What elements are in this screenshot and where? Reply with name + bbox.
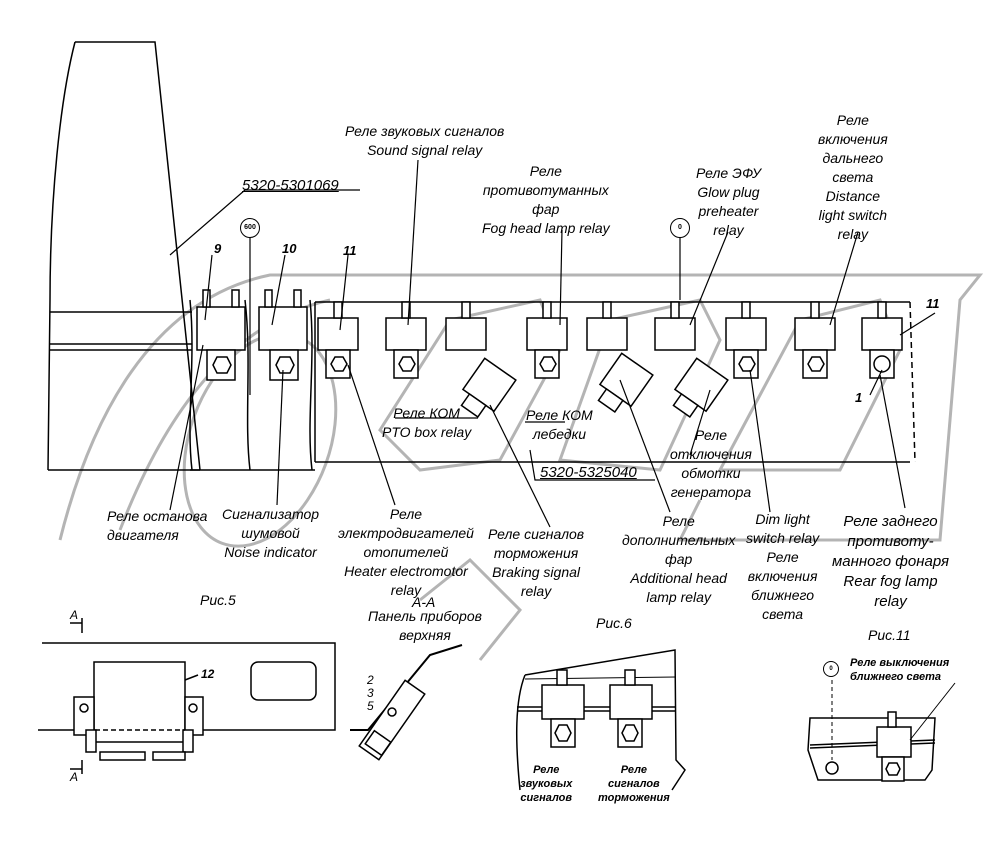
part-number-top: 5320-5301069 <box>242 177 339 194</box>
leader-lines <box>169 159 936 528</box>
relay-generator-rotated <box>672 357 729 418</box>
relay-additional-base <box>586 301 628 351</box>
section-aa-drawing <box>350 644 463 761</box>
instrument-panel-label: Панель приборов верхняя <box>368 608 482 643</box>
callout-600: 600 <box>240 218 260 238</box>
relay-10 <box>258 289 308 381</box>
callout-0: 0 <box>670 218 690 238</box>
label-generator-winding-relay: Реле отключения обмотки генератора <box>670 427 752 500</box>
section-aa-title: A-A <box>412 594 436 610</box>
label-additional-head-lamp-relay: Реле дополнительных фар Additional head … <box>622 513 736 605</box>
fig6-label-sound-signal-relay: Реле звуковых сигналов <box>520 764 573 804</box>
position-11-right: 11 <box>926 296 940 311</box>
fig11-callout-0: 0 <box>823 661 839 677</box>
fig6-drawing <box>516 649 686 791</box>
relay-11 <box>317 301 359 379</box>
position-9: 9 <box>214 241 222 256</box>
relay-pto-base <box>445 301 487 351</box>
fig6-title: Рис.6 <box>596 615 632 631</box>
section-aa-positions: 2 3 5 <box>367 673 374 713</box>
relay-glow-plug <box>654 301 696 351</box>
fig5-position-12: 12 <box>201 667 215 681</box>
label-heater-electromotor-relay: Реле электродвигателей отопителей Heater… <box>338 506 474 598</box>
relay-distance <box>794 301 836 379</box>
label-rear-fog-lamp-relay: Реле заднего противоту- манного фонаря R… <box>832 513 950 610</box>
label-pto-box-relay: Реле КОМ PTO box relay <box>382 405 472 440</box>
label-dim-light-switch-relay: Dim light switch relay Реле включения бл… <box>746 511 820 622</box>
fig5-section-mark-top: A <box>70 608 79 622</box>
relay-rail <box>189 299 916 471</box>
label-pto-winch-relay: Реле КОМ лебедки <box>526 407 593 442</box>
relay-pto-rotated <box>460 357 517 418</box>
part-number-bottom: 5320-5325040 <box>540 464 637 481</box>
label-glow-plug-relay: Реле ЭФУ Glow plug preheater relay <box>696 165 761 238</box>
relay-dim <box>725 301 767 379</box>
fig11-label-dim-light-off-relay: Реле выключения ближнего света <box>850 657 950 683</box>
fig5-title: Рис.5 <box>200 592 236 608</box>
relay-rear-fog <box>861 301 903 379</box>
label-distance-light-relay: Реле включения дальнего света Distance l… <box>818 112 888 242</box>
fig6-label-braking-signal-relay: Реле сигналов торможения <box>598 764 670 804</box>
position-1: 1 <box>855 390 863 405</box>
label-sound-signal-relay: Реле звуковых сигналов Sound signal rela… <box>345 123 505 158</box>
fig11-title: Рис.11 <box>868 627 911 643</box>
relays <box>196 289 903 418</box>
relay-9 <box>196 289 246 381</box>
position-10: 10 <box>282 241 297 256</box>
relay-pto-winch-rotated <box>597 352 654 413</box>
label-noise-indicator: Сигнализатор шумовой Noise indicator <box>222 506 320 560</box>
label-engine-stop-relay: Реле останова двигателя <box>107 508 208 543</box>
fig5-drawing <box>38 618 336 774</box>
label-fog-head-lamp-relay: Реле противотуманных фар Fog head lamp r… <box>482 163 610 236</box>
relay-sound-signal <box>385 301 427 379</box>
relay-fog <box>526 301 568 379</box>
label-braking-signal-relay: Реле сигналов торможения Braking signal … <box>488 526 585 599</box>
left-panel-outline <box>47 41 201 471</box>
fig5-section-mark-bottom: A <box>70 770 79 784</box>
fig11-drawing <box>807 680 956 782</box>
position-11-left: 11 <box>343 243 357 258</box>
